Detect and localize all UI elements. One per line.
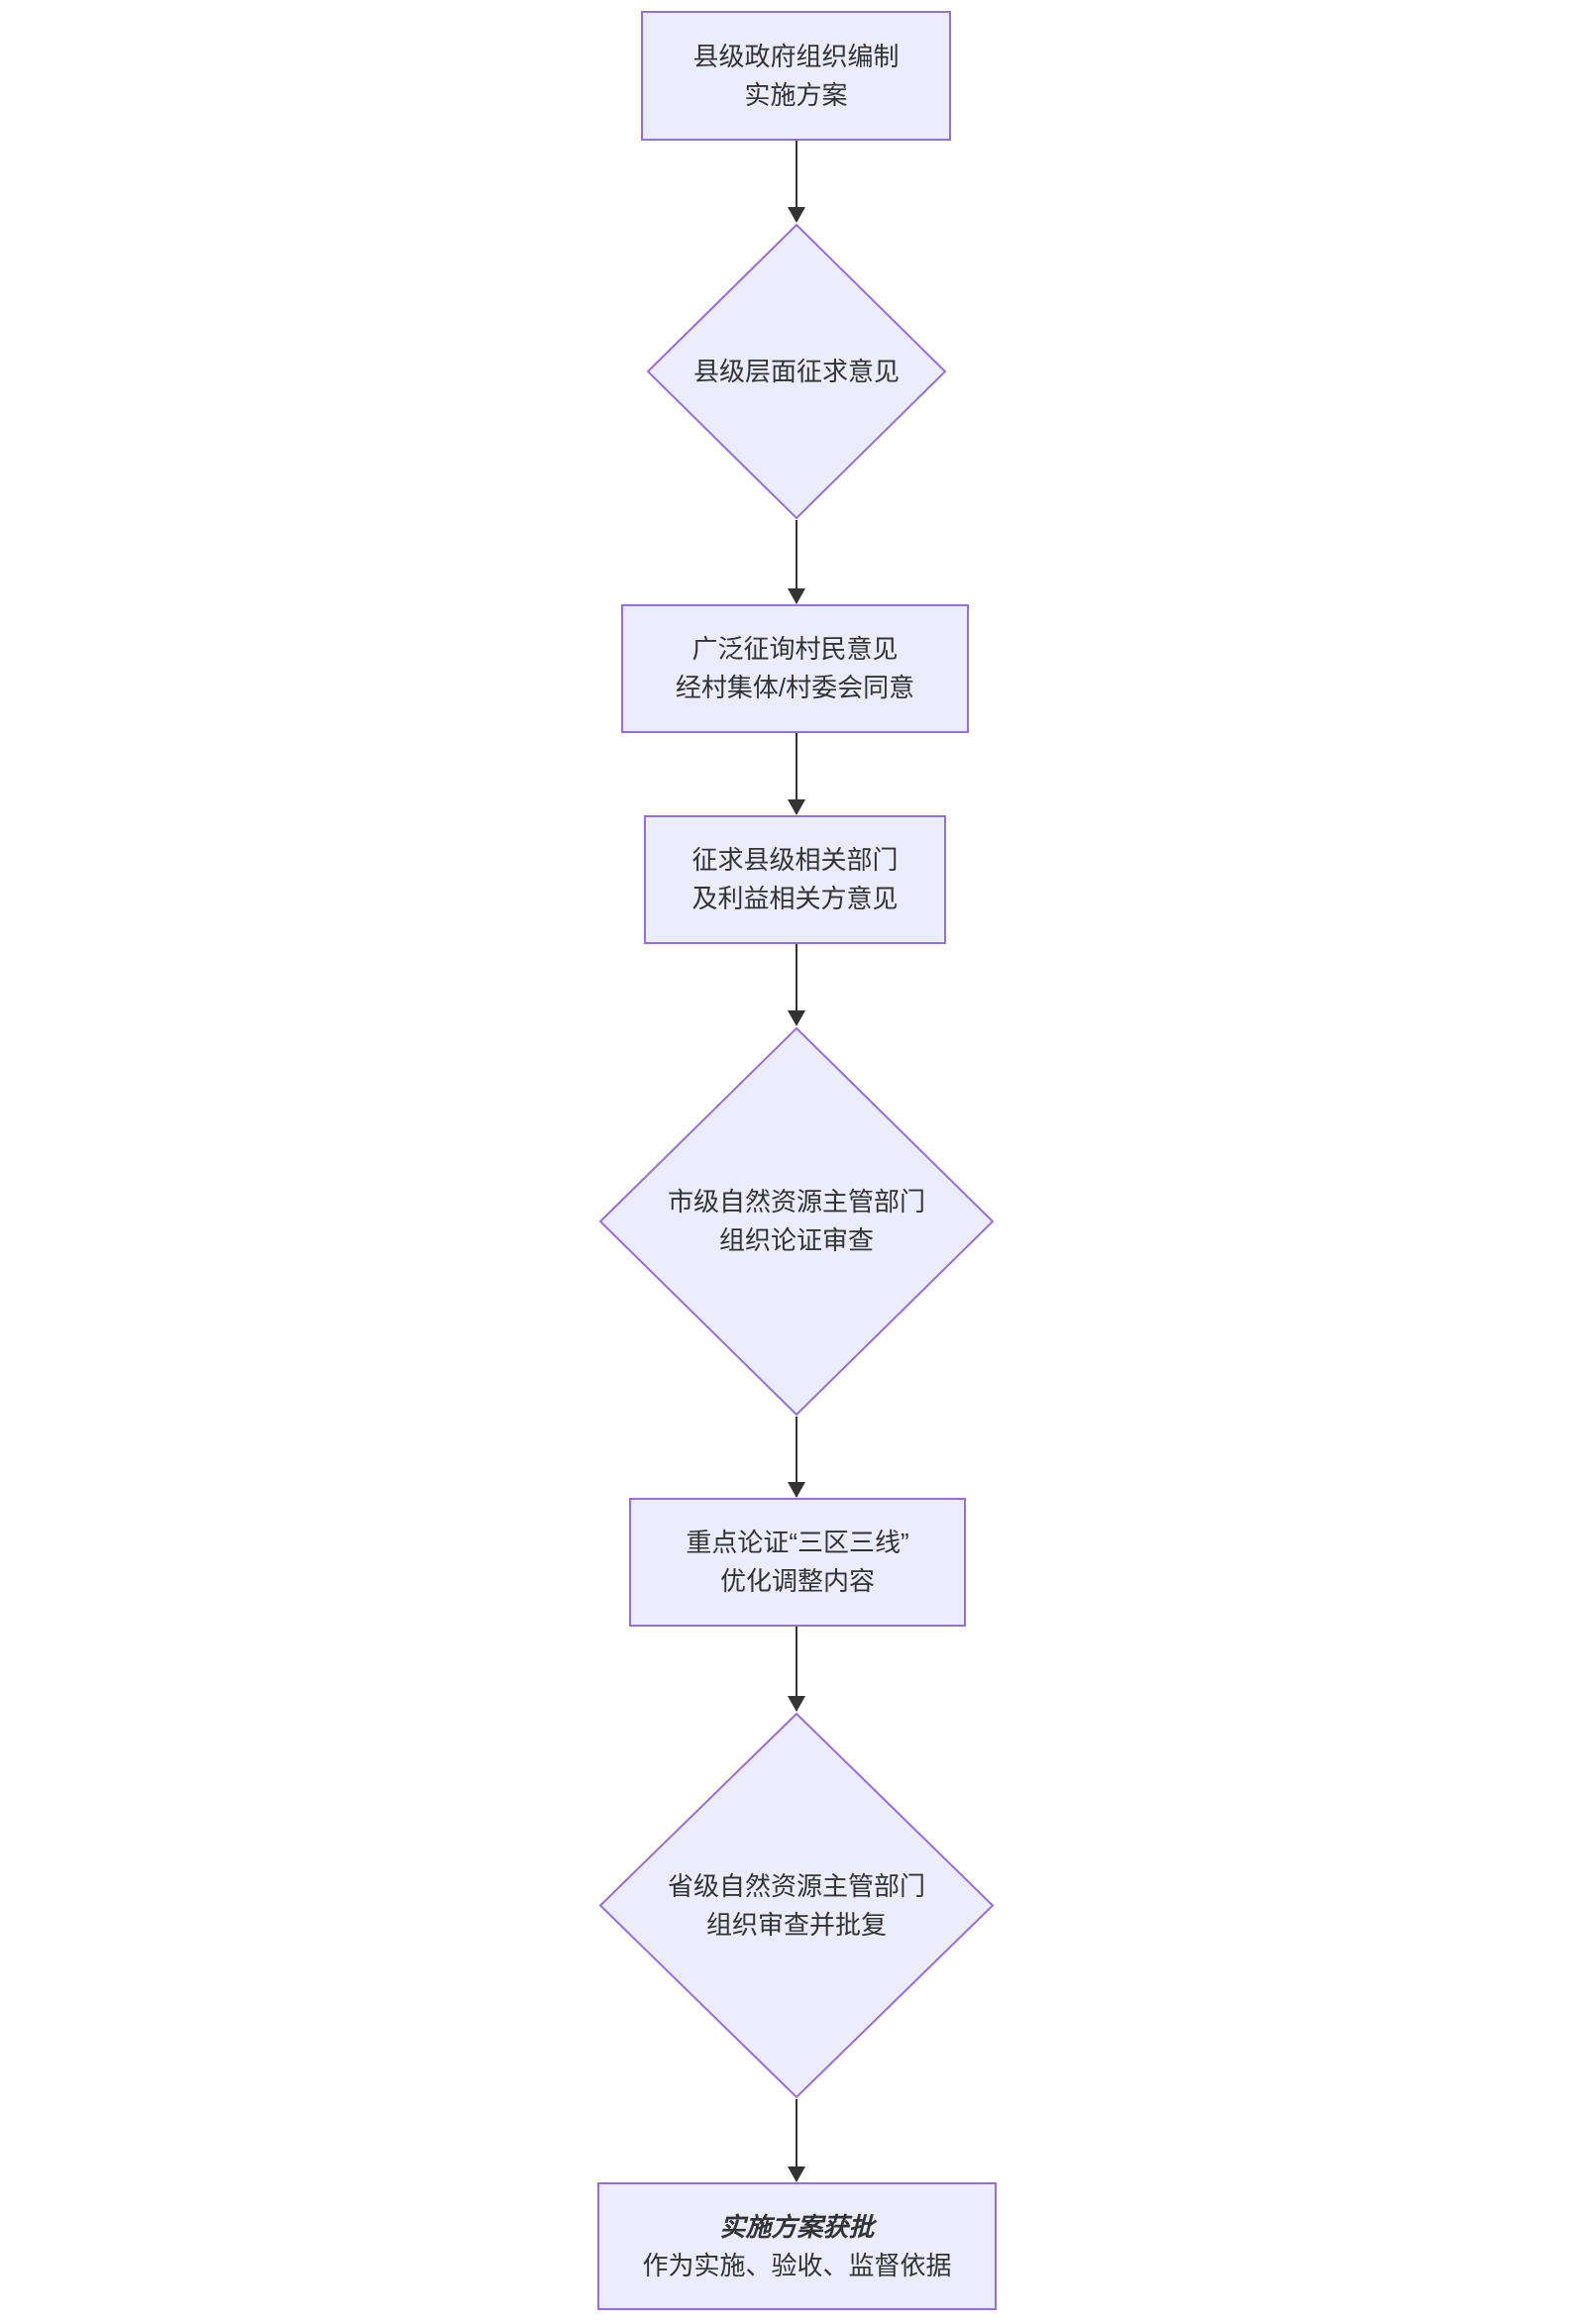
node-label-line: 广泛征询村民意见	[691, 634, 899, 664]
edge-g-h	[796, 2099, 797, 2166]
node-label-line: 县级政府组织编制	[692, 41, 900, 71]
node-label: 县级政府组织编制 实施方案	[692, 38, 899, 115]
node-label-line: 作为实施、验收、监督依据	[642, 2250, 952, 2280]
node-label-line: 征求县级相关部门	[691, 845, 899, 875]
node-label: 市级自然资源主管部门 组织论证审查	[668, 1183, 925, 1260]
edge-b-c	[796, 520, 797, 588]
node-label: 征求县级相关部门 及利益相关方意见	[691, 841, 898, 918]
node-label-line: 及利益相关方意见	[691, 884, 899, 913]
node-label-line: 省级自然资源主管部门	[667, 1870, 925, 1901]
edge-f-g	[796, 1627, 797, 1696]
edge-e-f-arrowhead-icon	[788, 1482, 805, 1498]
diamond-shape	[598, 1026, 995, 1417]
diamond-shape	[646, 223, 947, 520]
edge-a-b-arrowhead-icon	[788, 207, 805, 223]
node-province-review-approval: 省级自然资源主管部门 组织审查并批复	[598, 1712, 995, 2099]
node-label-line: 重点论证“三区三线”	[686, 1528, 909, 1557]
node-label: 县级层面征求意见	[693, 353, 900, 391]
node-plan-approved-basis: 实施方案获批 作为实施、验收、监督依据	[597, 2182, 997, 2310]
node-villager-consultation-consent: 广泛征询村民意见 经村集体/村委会同意	[621, 604, 969, 733]
node-label-line: 县级层面征求意见	[692, 356, 900, 386]
edge-g-h-arrowhead-icon	[788, 2166, 805, 2182]
edge-f-g-arrowhead-icon	[788, 1696, 805, 1712]
node-label-line-emphasis: 实施方案获批	[719, 2211, 875, 2242]
node-county-departments-stakeholder-opinions: 征求县级相关部门 及利益相关方意见	[644, 815, 946, 944]
node-label-line: 市级自然资源主管部门	[667, 1187, 925, 1216]
edge-b-c-arrowhead-icon	[788, 588, 805, 604]
diamond-shape	[598, 1712, 995, 2099]
node-label-line: 优化调整内容	[719, 1566, 875, 1596]
edge-e-f	[796, 1417, 797, 1482]
node-county-government-prepares-plan: 县级政府组织编制 实施方案	[641, 11, 951, 141]
edge-a-b	[796, 141, 797, 207]
node-label: 省级自然资源主管部门 组织审查并批复	[668, 1867, 925, 1945]
node-label-line: 组织审查并批复	[705, 1909, 887, 1940]
node-label-line: 组织论证审查	[718, 1225, 874, 1255]
node-label-line: 实施方案	[744, 79, 848, 110]
edge-c-d-arrowhead-icon	[788, 799, 805, 815]
node-label: 实施方案获批 作为实施、验收、监督依据	[642, 2208, 951, 2285]
node-label-line: 经村集体/村委会同意	[675, 673, 915, 702]
node-three-zones-three-lines-review: 重点论证“三区三线” 优化调整内容	[629, 1498, 966, 1627]
node-label: 广泛征询村民意见 经村集体/村委会同意	[676, 630, 914, 707]
node-county-level-consultation-decision: 县级层面征求意见	[646, 223, 947, 520]
node-city-natural-resources-review: 市级自然资源主管部门 组织论证审查	[598, 1026, 995, 1417]
edge-d-e	[796, 944, 797, 1010]
edge-c-d	[796, 733, 797, 799]
edge-d-e-arrowhead-icon	[788, 1010, 805, 1026]
node-label: 重点论证“三区三线” 优化调整内容	[686, 1524, 908, 1601]
